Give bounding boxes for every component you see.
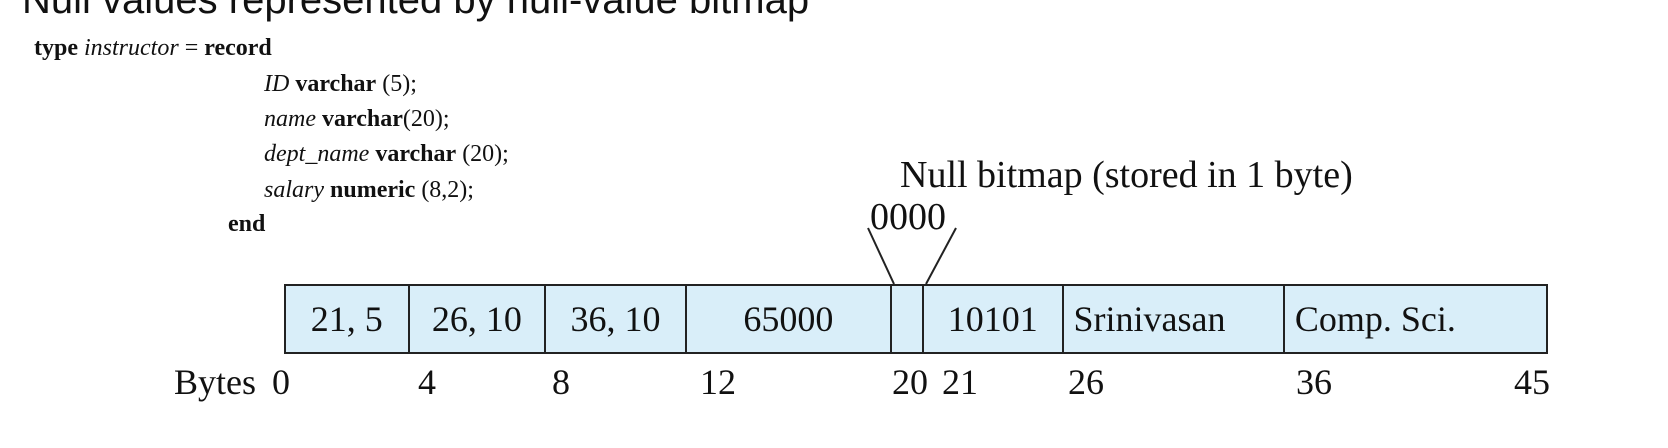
field-size: (20); bbox=[462, 141, 509, 167]
byte-tick-label: 26 bbox=[1068, 362, 1104, 402]
record-cell: 21, 5 bbox=[286, 286, 410, 352]
field-type: varchar bbox=[321, 106, 403, 132]
byte-tick-label: 21 bbox=[942, 362, 978, 402]
record-cell: 10101 bbox=[924, 286, 1064, 352]
null-bitmap-value: 0000 bbox=[870, 196, 946, 238]
equals-sign: = bbox=[184, 35, 199, 61]
code-field-salary: salary numeric (8,2); bbox=[264, 178, 474, 202]
field-name: name bbox=[264, 106, 316, 132]
field-size: (8,2); bbox=[421, 177, 474, 203]
byte-tick-label: 8 bbox=[552, 362, 570, 402]
field-type: varchar bbox=[295, 71, 377, 97]
byte-tick-label: 20 bbox=[892, 362, 928, 402]
field-size: (5); bbox=[382, 71, 417, 97]
code-field-name: name varchar(20); bbox=[264, 107, 450, 131]
field-type: numeric bbox=[330, 177, 416, 203]
null-bitmap-cell bbox=[892, 286, 924, 352]
code-field-id: ID varchar (5); bbox=[264, 72, 417, 96]
byte-tick-label: 12 bbox=[700, 362, 736, 402]
keyword-end: end bbox=[228, 211, 266, 237]
type-name: instructor bbox=[84, 35, 179, 61]
record-cell: 36, 10 bbox=[546, 286, 687, 352]
byte-tick-label: 4 bbox=[418, 362, 436, 402]
field-name: ID bbox=[264, 71, 290, 97]
record-cell: Comp. Sci. bbox=[1294, 299, 1456, 339]
keyword-type: type bbox=[34, 35, 78, 61]
field-type: varchar bbox=[375, 141, 457, 167]
field-name: salary bbox=[264, 177, 324, 203]
code-line-type: type instructor = record bbox=[34, 36, 272, 60]
page-title: Null values represented by null-value bi… bbox=[22, 0, 810, 22]
field-name: dept_name bbox=[264, 141, 370, 167]
leader-line-left bbox=[867, 227, 895, 285]
record-cell: Srinivasan bbox=[1064, 286, 1285, 352]
keyword-record: record bbox=[204, 35, 272, 61]
byte-tick-label: 36 bbox=[1296, 362, 1332, 402]
leader-line-right bbox=[925, 227, 957, 285]
bytes-label: Bytes bbox=[174, 362, 257, 402]
field-size: (20); bbox=[402, 106, 450, 132]
code-field-dept-name: dept_name varchar (20); bbox=[264, 142, 509, 166]
record-cell: 65000 bbox=[687, 286, 893, 352]
record-cell: 26, 10 bbox=[410, 286, 547, 352]
byte-tick-label: 0 bbox=[272, 362, 290, 402]
null-bitmap-label: Null bitmap (stored in 1 byte) bbox=[900, 154, 1353, 196]
byte-tick-label: 45 bbox=[1514, 362, 1550, 402]
